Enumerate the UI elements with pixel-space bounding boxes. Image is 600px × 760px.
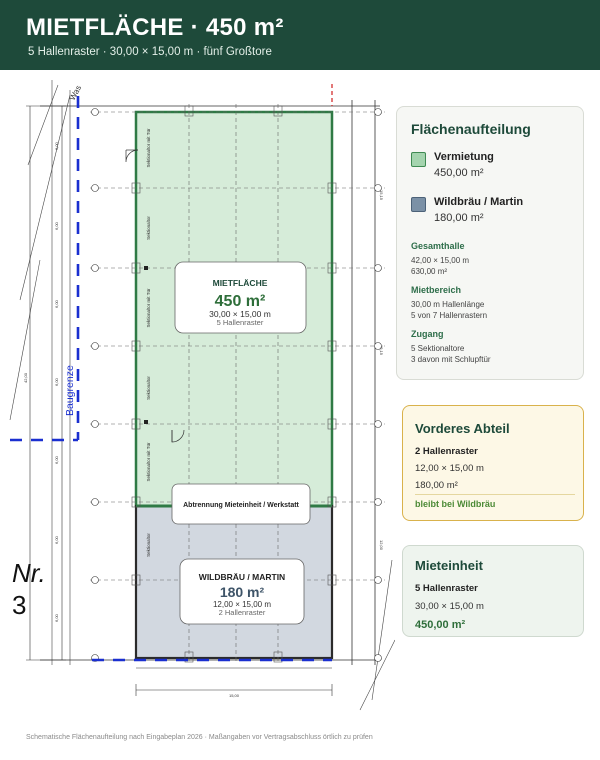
baugrenze-line (10, 96, 332, 662)
door-label: Sektionaltor (146, 376, 151, 400)
front-section-card: Vorderes Abteil 2 Hallenraster 12,00 × 1… (402, 405, 584, 521)
front-card-grid: 2 Hallenraster (415, 446, 478, 457)
door-label: Sektionaltor (146, 216, 151, 240)
page-subtitle: 5 Hallenraster · 30,00 × 15,00 m · fünf … (28, 46, 272, 58)
dim-left-seg: 6,00 (54, 613, 59, 622)
legend-item-value: 180,00 m² (434, 212, 484, 224)
column-markers (131, 105, 337, 663)
dim-right-upper: 15,15 (379, 190, 384, 201)
legend-section-heading: Gesamthalle (411, 241, 465, 251)
legend-swatch-vermietung (411, 152, 426, 167)
wildbraeu-grid: 2 Hallenraster (219, 608, 266, 617)
legend-swatch-wildbraeu (411, 197, 426, 212)
rental-unit-card: Mieteinheit 5 Hallenraster 30,00 × 15,00… (402, 545, 584, 637)
dim-left-seg: 6,00 (54, 141, 59, 150)
legend-section-line: 42,00 × 15,00 m (411, 256, 470, 265)
legend-section-heading: Zugang (411, 329, 444, 339)
front-card-divider (415, 494, 575, 495)
legend-section-line: 3 davon mit Schlupftür (411, 355, 491, 364)
legend-section-heading: Mietbereich (411, 285, 462, 295)
dim-left-total: 42,00 (23, 372, 28, 383)
was-label: Was (68, 84, 83, 102)
nr-label: Nr. (12, 558, 46, 588)
legend-item-value: 450,00 m² (434, 167, 484, 179)
floor-plan: 42,00 6,00 6,00 6,00 6,00 6,00 6,00 6,00… (9, 80, 395, 711)
footer-note: Schematische Flächenaufteilung nach Eing… (26, 734, 373, 741)
dim-left-seg: 6,00 (54, 455, 59, 464)
wildbraeu-label-box (179, 558, 305, 625)
dim-right-mid: 15,15 (379, 345, 384, 356)
front-card-dims: 12,00 × 15,00 m (415, 463, 484, 474)
mietflaeche-dims: 30,00 × 15,00 m (209, 309, 271, 319)
unit-card-grid: 5 Hallenraster (415, 583, 478, 594)
legend-section-line: 630,00 m² (411, 267, 448, 276)
dim-left-seg: 6,00 (54, 299, 59, 308)
legend-card: Flächenaufteilung Vermietung 450,00 m² W… (396, 106, 584, 380)
dim-left-seg: 6,00 (54, 535, 59, 544)
legend-title: Flächenaufteilung (411, 121, 531, 137)
page-title: MIETFLÄCHE · 450 m² (26, 14, 284, 41)
legend-item-name: Vermietung (434, 151, 494, 163)
legend-section-line: 5 von 7 Hallenrastern (411, 311, 488, 320)
dim-left-seg: 6,00 (54, 221, 59, 230)
plan-construction-lines (9, 80, 395, 711)
mietflaeche-area-value: 450 m² (215, 293, 266, 310)
mietflaeche-grid: 5 Hallenraster (217, 318, 264, 327)
door-swing-icons (125, 149, 185, 443)
front-card-title: Vorderes Abteil (415, 421, 510, 436)
front-card-area: 180,00 m² (415, 480, 458, 491)
legend-section-line: 30,00 m Hallenlänge (411, 300, 485, 309)
legend-section-line: 5 Sektionaltore (411, 344, 465, 353)
door-label: Sektionaltor (146, 533, 151, 557)
unit-card-area: 450,00 m² (415, 619, 466, 631)
left-dimension-chain (26, 105, 66, 661)
dim-left-seg: 6,00 (54, 377, 59, 386)
wildbraeu-title: WILDBRÄU / MARTIN (199, 572, 285, 582)
page-header: MIETFLÄCHE · 450 m² 5 Hallenraster · 30,… (0, 0, 600, 70)
dim-bottom: 15,00 (229, 693, 240, 698)
marker-icon (144, 420, 148, 424)
legend-item-name: Wildbräu / Martin (434, 196, 524, 208)
unit-card-title: Mieteinheit (415, 558, 483, 573)
baugrenze-label: Baugrenze (64, 365, 76, 416)
partition-label: Abtrennung Mieteinheit / Werkstatt (183, 502, 299, 509)
dim-right-lower: 12,00 (379, 540, 384, 551)
wildbraeu-area-value: 180 m² (220, 584, 265, 600)
mietflaeche-title: MIETFLÄCHE (213, 278, 268, 288)
front-card-note: bleibt bei Wildbräu (415, 499, 496, 509)
door-label: Sektionaltor mit Tür (146, 442, 151, 481)
unit-card-dims: 30,00 × 15,00 m (415, 601, 484, 612)
wildbraeu-dims: 12,00 × 15,00 m (213, 600, 271, 609)
door-label: Sektionaltor mit Tür (146, 288, 151, 327)
marker-icon (144, 266, 148, 270)
mietflaeche-label-box (174, 261, 307, 334)
partition-label-box (171, 483, 311, 525)
nr-number: 3 (12, 590, 26, 620)
door-label: Sektionaltor mit Tür (146, 128, 151, 167)
